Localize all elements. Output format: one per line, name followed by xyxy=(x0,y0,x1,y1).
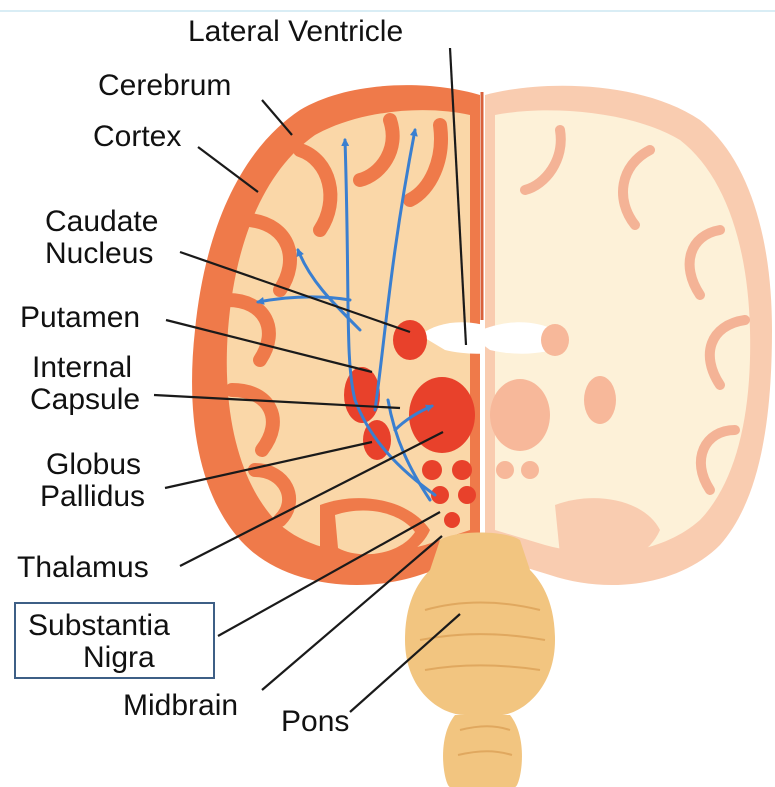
label-pons: Pons xyxy=(281,706,349,738)
label-thalamus: Thalamus xyxy=(17,552,149,584)
label-globus-line1: Globus xyxy=(46,449,145,481)
label-internal-line2: Capsule xyxy=(30,384,140,416)
label-globus-pallidus: Globus Pallidus xyxy=(40,449,145,513)
label-globus-line2: Pallidus xyxy=(40,481,145,513)
label-substantia-nigra: Substantia Nigra xyxy=(28,610,170,674)
label-caudate-line1: Caudate xyxy=(45,206,158,238)
label-putamen: Putamen xyxy=(20,302,140,334)
label-caudate-line2: Nucleus xyxy=(45,238,158,270)
label-cortex: Cortex xyxy=(93,121,181,153)
label-substantia-line1: Substantia xyxy=(28,610,170,642)
label-lateral-ventricle: Lateral Ventricle xyxy=(188,16,403,48)
label-caudate-nucleus: Caudate Nucleus xyxy=(45,206,158,270)
right-hemisphere xyxy=(470,86,772,585)
label-internal-line1: Internal xyxy=(32,352,140,384)
label-internal-capsule: Internal Capsule xyxy=(32,352,140,416)
label-substantia-line2: Nigra xyxy=(83,642,170,674)
label-midbrain: Midbrain xyxy=(123,690,238,722)
label-cerebrum: Cerebrum xyxy=(98,70,231,102)
